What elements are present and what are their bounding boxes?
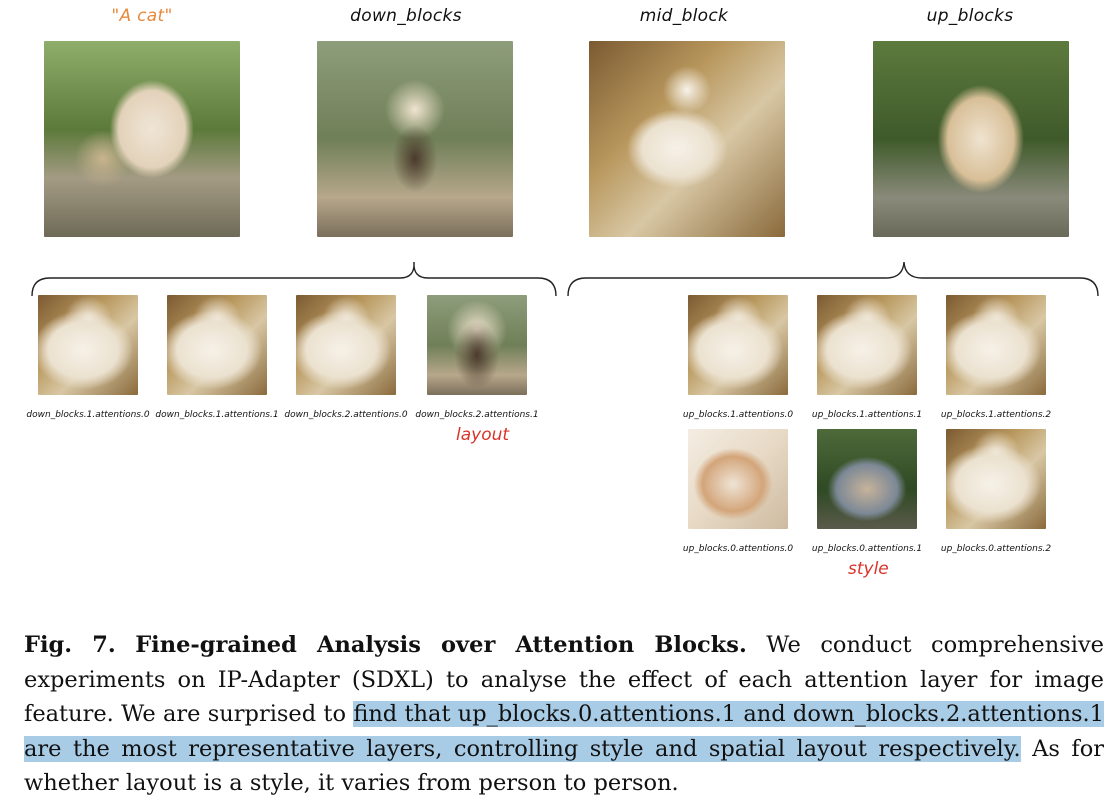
column-label-mid-block: mid_block (639, 6, 729, 26)
column-label-a-cat: "A cat" (111, 6, 173, 26)
caption-up-blocks-0-attentions-1: up_blocks.0.attentions.1 (811, 544, 923, 554)
caption-up-blocks-0-attentions-0: up_blocks.0.attentions.0 (682, 544, 794, 554)
figure-title: Fine-grained Analysis over Attention Blo… (135, 632, 747, 658)
column-label-up-blocks: up_blocks (926, 6, 1014, 26)
image-up-blocks-1-attentions-1 (817, 295, 917, 395)
figure-caption: Fig. 7. Fine-grained Analysis over Atten… (24, 628, 1104, 801)
caption-up-blocks-1-attentions-0: up_blocks.1.attentions.0 (682, 410, 794, 420)
image-a-cat (44, 41, 240, 237)
style-tag: style (848, 559, 889, 579)
caption-down-blocks-1-attentions-0: down_blocks.1.attentions.0 (26, 410, 150, 420)
image-up-blocks-0-attentions-1 (817, 429, 917, 529)
image-up-blocks-1-attentions-0 (688, 295, 788, 395)
column-label-down-blocks: down_blocks (350, 6, 462, 26)
caption-down-blocks-2-attentions-0: down_blocks.2.attentions.0 (284, 410, 408, 420)
caption-down-blocks-1-attentions-1: down_blocks.1.attentions.1 (155, 410, 279, 420)
caption-highlight: find that up_blocks.0.attentions.1 and d… (24, 701, 1104, 762)
caption-up-blocks-1-attentions-2: up_blocks.1.attentions.2 (940, 410, 1052, 420)
down-blocks-brace (31, 261, 557, 297)
image-up-blocks-0-attentions-0 (688, 429, 788, 529)
image-down-blocks-1-attentions-0 (38, 295, 138, 395)
caption-up-blocks-0-attentions-2: up_blocks.0.attentions.2 (940, 544, 1052, 554)
image-down-blocks (317, 41, 513, 237)
layout-tag: layout (456, 425, 510, 445)
image-mid-block (589, 41, 785, 237)
image-up-blocks-1-attentions-2 (946, 295, 1046, 395)
image-down-blocks-2-attentions-1 (427, 295, 527, 395)
up-blocks-brace (567, 261, 1099, 297)
image-up-blocks (873, 41, 1069, 237)
caption-text-outro: As for whether layout is a style, it var… (24, 735, 1104, 797)
image-up-blocks-0-attentions-2 (946, 429, 1046, 529)
image-down-blocks-2-attentions-0 (296, 295, 396, 395)
figure-label: Fig. 7. (24, 632, 116, 658)
caption-down-blocks-2-attentions-1: down_blocks.2.attentions.1 (415, 410, 539, 420)
image-down-blocks-1-attentions-1 (167, 295, 267, 395)
caption-up-blocks-1-attentions-1: up_blocks.1.attentions.1 (811, 410, 923, 420)
caption-text-intro: We conduct comprehensive experiments on … (24, 632, 1104, 727)
